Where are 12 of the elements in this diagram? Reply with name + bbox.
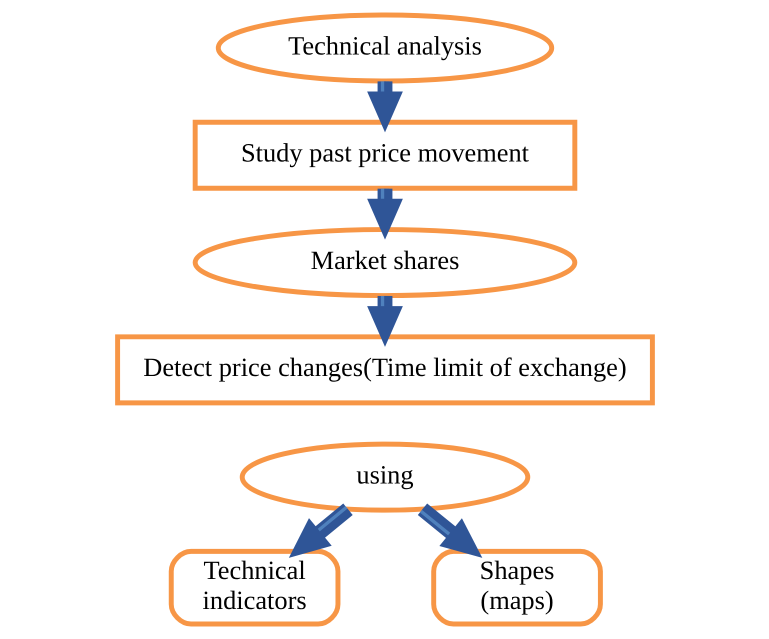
node-ellipse: Market shares xyxy=(192,227,577,298)
arrow xyxy=(366,81,402,132)
arrow xyxy=(288,504,352,558)
node-ellipse: using xyxy=(239,442,530,513)
arrow xyxy=(366,188,402,240)
node-box: Technical indicators xyxy=(168,548,340,626)
node-ellipse: Technical analysis xyxy=(215,12,554,84)
node-box: Study past price movement xyxy=(192,120,577,191)
node-box: Detect price changes(Time limit of exchange) xyxy=(114,334,654,406)
node-box: Shapes (maps) xyxy=(430,548,602,626)
arrow xyxy=(417,503,482,558)
arrow xyxy=(366,296,402,347)
